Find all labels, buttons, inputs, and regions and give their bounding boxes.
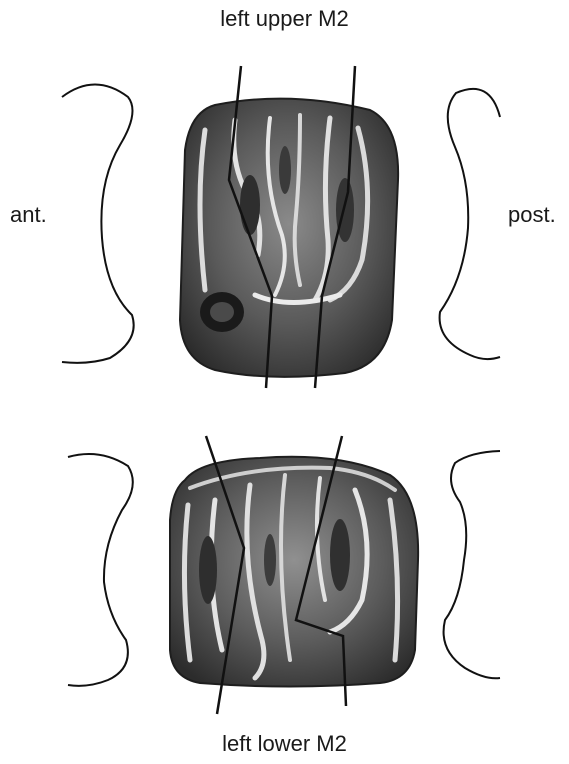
lower-fossette-1: [199, 536, 217, 604]
upper-fossette-3: [279, 146, 291, 194]
lower-fossette-2: [330, 519, 350, 591]
upper-fossette-1: [240, 175, 260, 235]
lower-molar: [170, 436, 418, 714]
lower-right-bracket: [444, 451, 500, 678]
upper-wear-pit-inner: [210, 302, 234, 322]
upper-left-bracket: [62, 85, 134, 363]
upper-right-bracket: [440, 89, 500, 359]
lower-left-bracket: [68, 454, 133, 686]
upper-molar: [180, 66, 398, 388]
lower-fossette-3: [264, 534, 276, 586]
